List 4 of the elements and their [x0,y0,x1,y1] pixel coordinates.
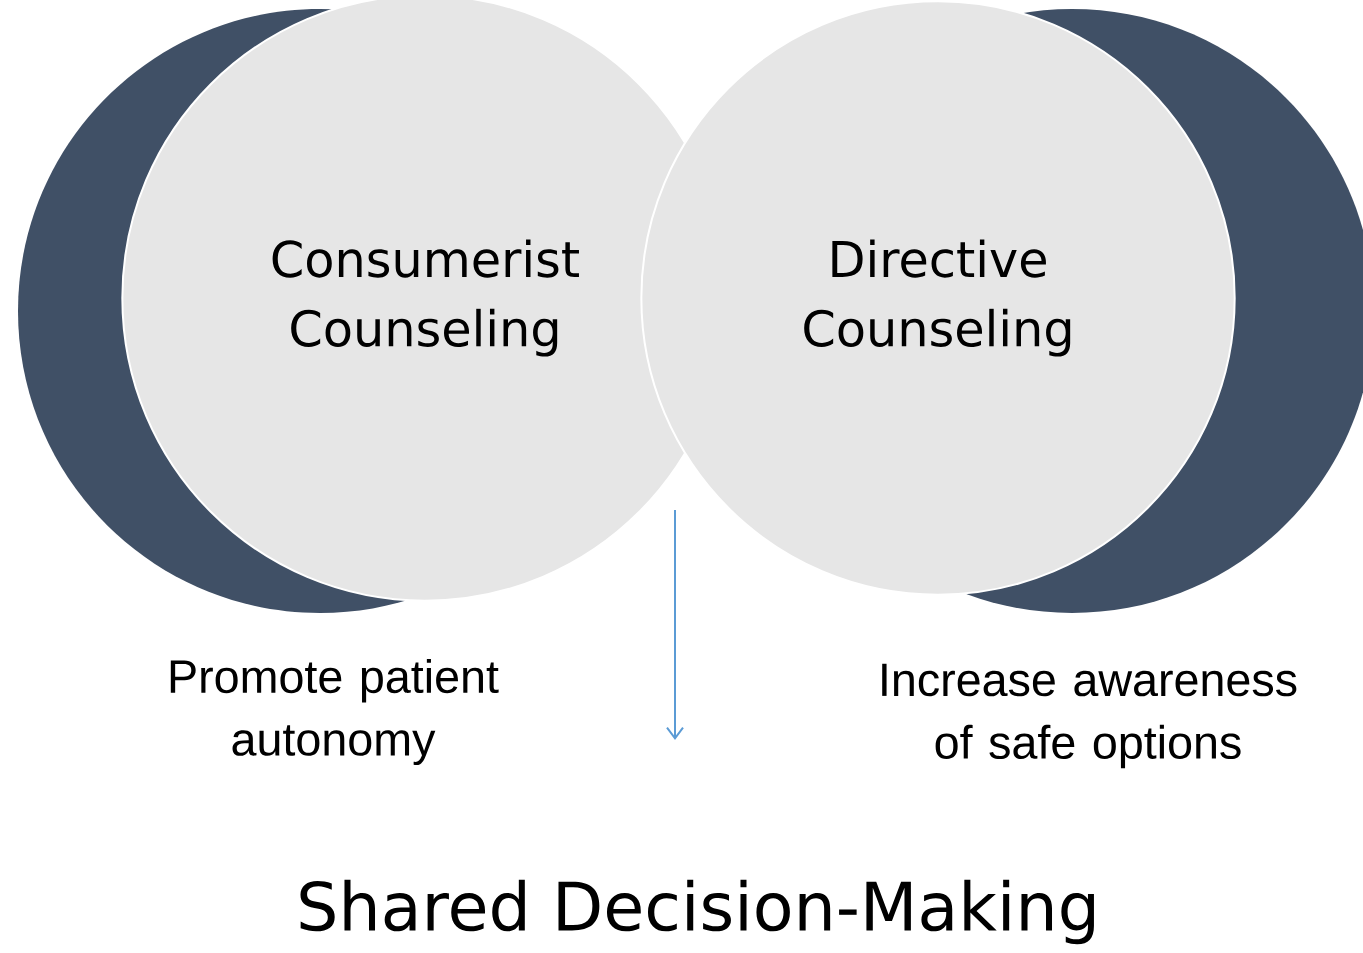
title-text: Shared Decision-Making [300,879,1094,945]
circle-node: Directive Counseling [640,0,1363,613]
caption-text: Increase awareness of safe options [882,663,1297,769]
caption-text: Promote patient autonomy [170,658,499,766]
